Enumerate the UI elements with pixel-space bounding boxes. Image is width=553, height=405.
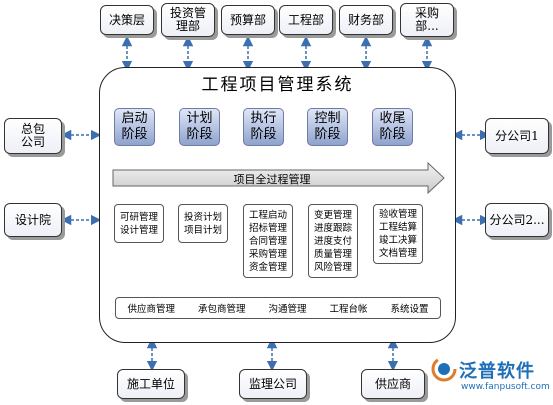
module-box-closing: 验收管理 工程结算 竣工决算 文档管理: [373, 204, 423, 264]
phase-plan: 计划阶段: [179, 108, 220, 146]
phase-execute: 执行阶段: [243, 108, 284, 146]
phase-label: 计划阶段: [186, 111, 213, 142]
department-label: 工程部: [287, 12, 324, 27]
party-label: 设计院: [14, 212, 51, 227]
party-box-supplier: 供应商: [361, 369, 425, 399]
system-title: 工程项目管理系统: [201, 75, 354, 95]
bar-item-settings: 系统设置: [390, 304, 429, 315]
phase-close: 收尾阶段: [372, 108, 413, 146]
logo-name: 泛普软件: [459, 361, 535, 382]
department-label: 投资管理部: [169, 6, 206, 33]
phase-label: 控制阶段: [314, 111, 341, 142]
phase-start: 启动阶段: [114, 108, 155, 146]
bar-item-contractor: 承包商管理: [197, 304, 246, 315]
module-box-execution: 工程启动 招标管理 合同管理 采购管理 资金管理: [243, 204, 293, 278]
management-bar: 供应商管理 承包商管理 沟通管理 工程台帐 系统设置: [115, 297, 441, 319]
bar-item-supplier: 供应商管理: [127, 304, 175, 315]
lifecycle-arrow: [112, 162, 445, 194]
department-box-procurement: 采购部...: [400, 3, 454, 37]
department-box-engineering: 工程部: [279, 5, 333, 35]
phase-label: 启动阶段: [121, 111, 148, 142]
party-label: 供应商: [374, 376, 411, 391]
module-box-feasibility: 可研管理 设计管理: [114, 204, 164, 243]
bar-item-communication: 沟通管理: [268, 304, 307, 315]
department-label: 决策层: [108, 12, 145, 27]
bar-item-ledger: 工程台帐: [329, 304, 368, 315]
lifecycle-label: 项目全过程管理: [233, 173, 311, 186]
department-label: 财务部: [347, 12, 384, 27]
party-box-branch-1: 分公司1: [485, 118, 549, 154]
department-box-decision: 决策层: [100, 5, 154, 35]
module-box-control: 变更管理 进度跟踪 进度支付 质量管理 风险管理: [308, 204, 358, 278]
department-box-investment: 投资管理部: [161, 3, 215, 37]
phase-label: 执行阶段: [250, 111, 277, 142]
party-box-supervision: 监理公司: [239, 369, 307, 399]
party-box-branch-2: 分公司2...: [485, 203, 549, 237]
logo-icon: [431, 356, 457, 382]
logo-url: www.fanpusoft.com: [461, 382, 550, 392]
phase-control: 控制阶段: [307, 108, 348, 146]
department-label: 采购部...: [414, 6, 439, 33]
phase-label: 收尾阶段: [379, 111, 406, 142]
party-box-construction-unit: 施工单位: [117, 369, 185, 399]
party-label: 监理公司: [248, 376, 297, 391]
party-box-general-contractor: 总包公司: [4, 118, 62, 154]
party-label: 总包公司: [20, 122, 45, 149]
module-box-investment: 投资计划 项目计划: [178, 204, 228, 243]
party-label: 分公司2...: [489, 212, 545, 227]
party-box-design-institute: 设计院: [4, 203, 62, 237]
party-label: 分公司1: [495, 128, 539, 143]
department-label: 预算部: [229, 12, 266, 27]
party-label: 施工单位: [126, 376, 175, 391]
department-box-budget: 预算部: [221, 5, 275, 35]
department-box-finance: 财务部: [339, 5, 393, 35]
